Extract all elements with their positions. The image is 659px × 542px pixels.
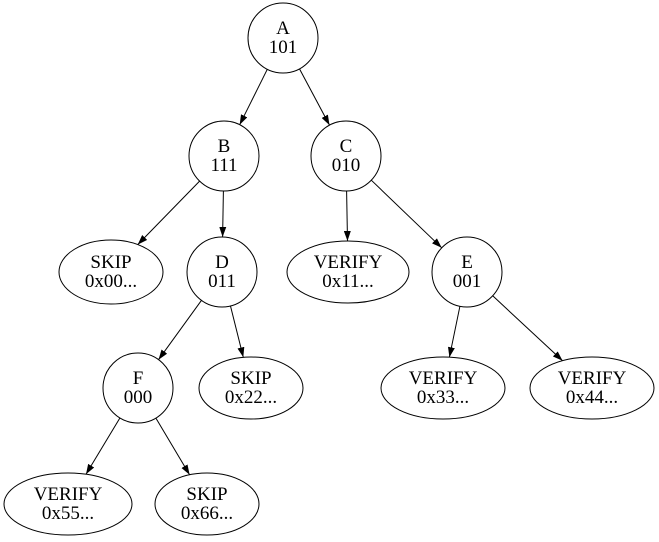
edge-a-b [239,69,268,125]
node-circle-shape [186,236,258,308]
edge-e-verify33 [447,306,461,358]
edge-f-verify55 [85,417,121,475]
node-ellipse-shape [3,472,133,536]
node-circle-shape [188,120,260,192]
edges-layer [85,68,563,476]
edge-f-skip66 [155,417,191,476]
edge-b-skip00 [137,180,200,245]
edge-c-e [370,179,443,249]
edge-e-verify44 [492,295,563,362]
edge-c-verify11 [343,190,351,242]
node-ellipse-shape [529,356,655,420]
node-circle-shape [431,236,503,308]
node-circle-shape [102,352,174,424]
edge-d-skip22 [230,305,245,358]
node-ellipse-shape [286,240,410,304]
node-ellipse-shape [380,356,506,420]
node-circle-shape [247,2,319,74]
node-ellipse-shape [58,239,164,305]
edge-d-f [158,300,202,360]
node-circle-shape [310,120,382,192]
node-ellipse-shape [154,472,260,536]
edge-b-d [219,190,227,238]
node-ellipse-shape [198,356,304,420]
edge-a-c [299,68,330,126]
